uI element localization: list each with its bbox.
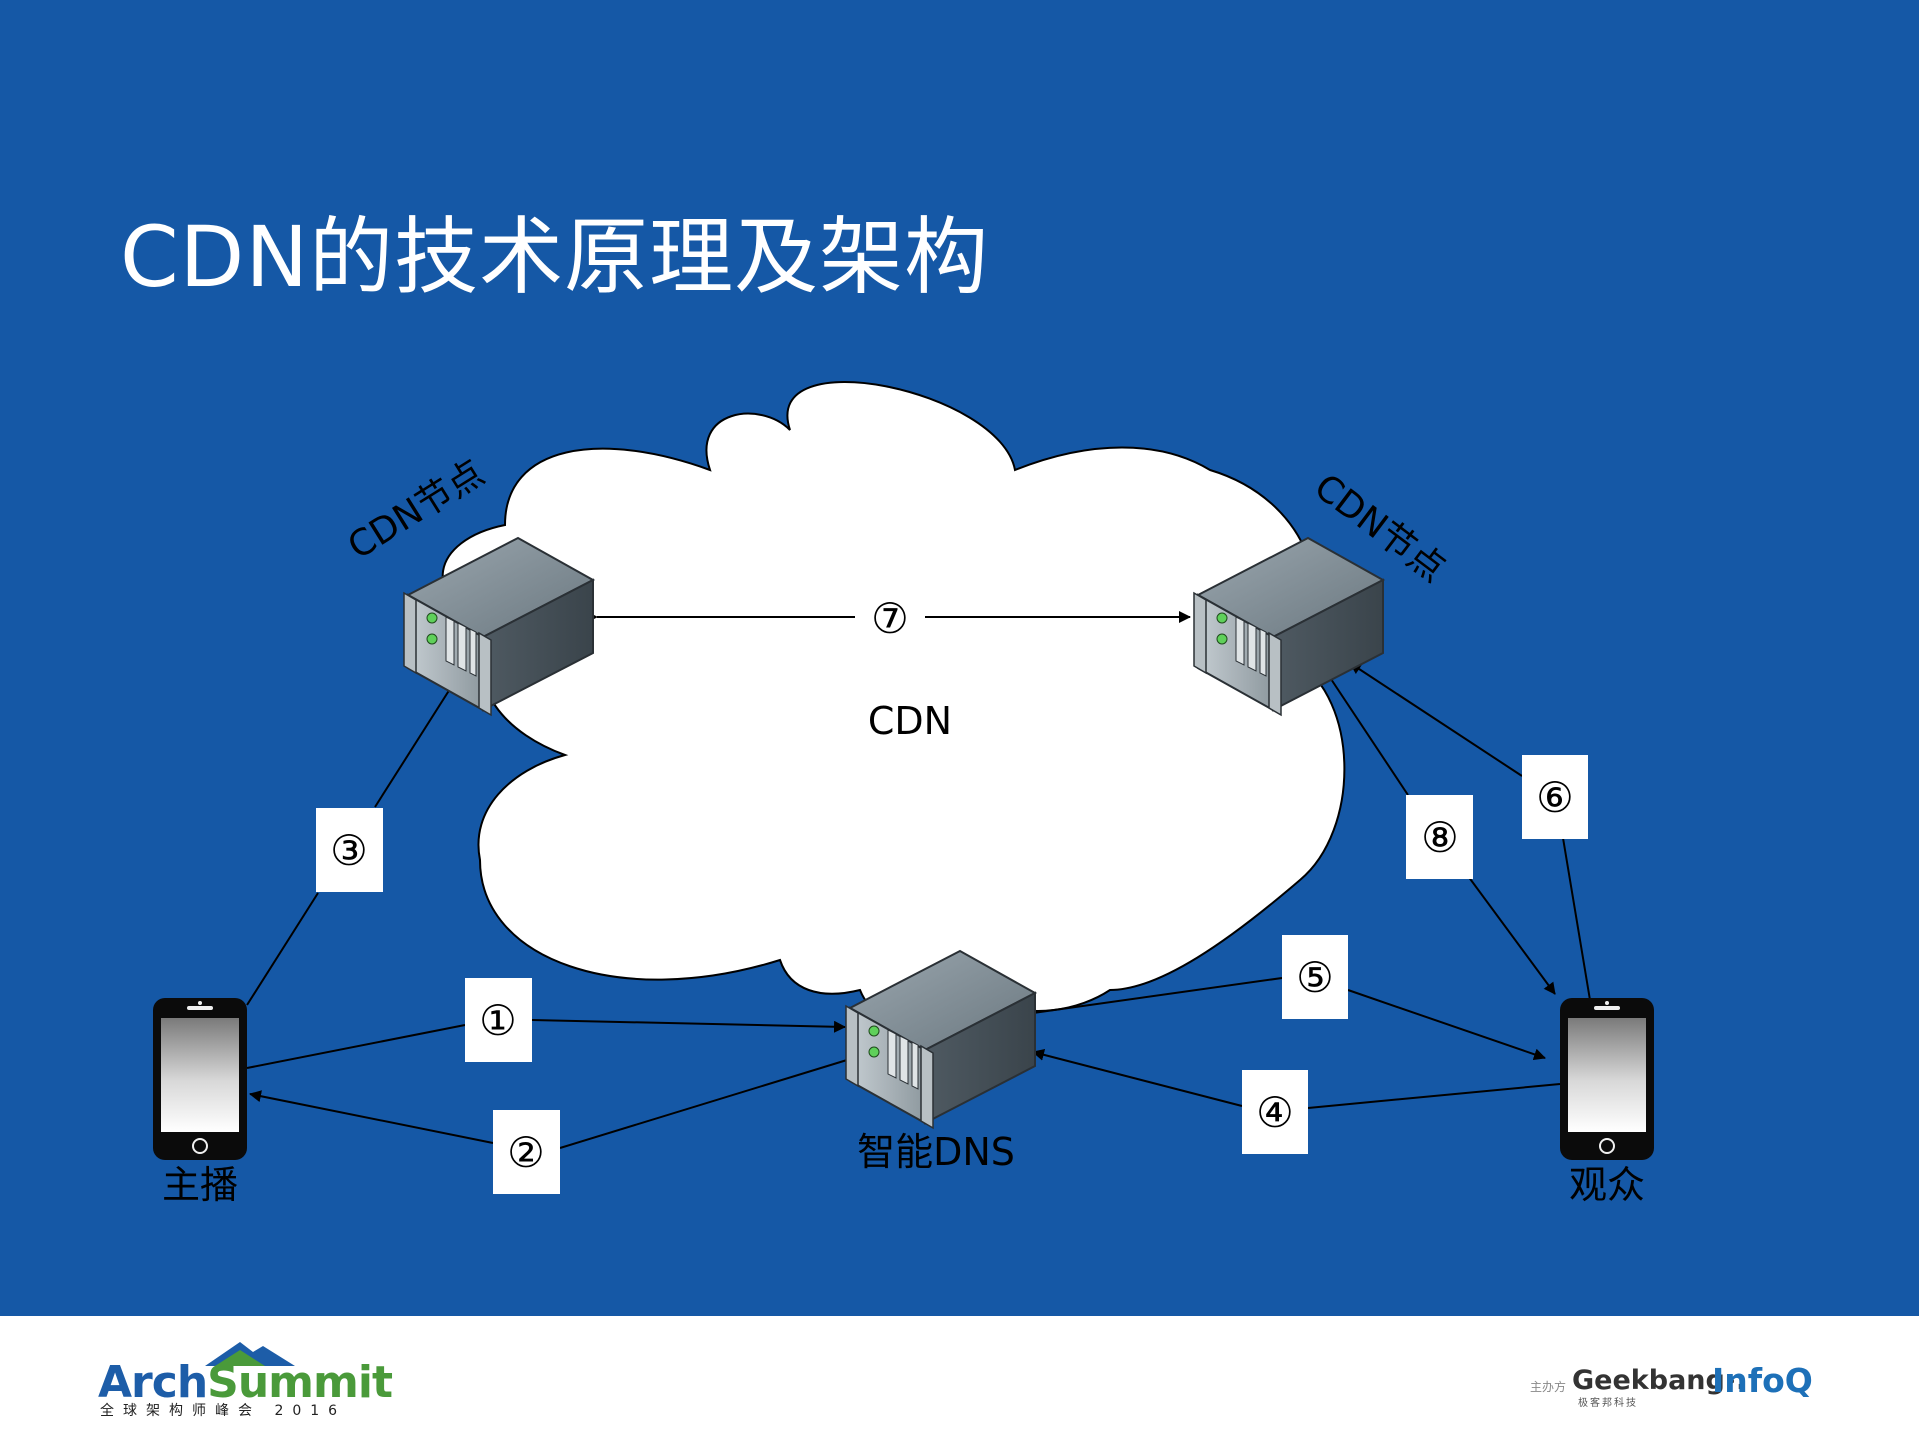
step-5-line-a	[1032, 977, 1283, 1014]
host-label: 主办方	[1530, 1380, 1567, 1394]
step-6-line-a	[1562, 837, 1591, 1001]
step-8-label: ⑧	[1421, 813, 1459, 862]
broadcaster-label: 主播	[162, 1163, 238, 1207]
step-7-label: ⑦	[871, 594, 909, 643]
step-4-label: ④	[1256, 1088, 1294, 1137]
footer	[0, 1316, 1919, 1439]
step-2-line-b	[249, 1090, 494, 1144]
step-6-label: ⑥	[1536, 773, 1574, 822]
cdn-cloud	[441, 381, 1346, 1030]
archsummit-subtitle: 全球架构师峰会 2016	[100, 1403, 347, 1419]
cdn-architecture-diagram: CDN	[152, 381, 1655, 1207]
step-6-box	[1522, 755, 1588, 839]
step-2-label: ②	[507, 1128, 545, 1177]
step-6-line-b	[1349, 662, 1523, 777]
infoq-logo: InfoQ	[1712, 1361, 1813, 1400]
step-3-label: ③	[330, 826, 368, 875]
step-1-line-a	[246, 1024, 466, 1069]
step-4-line-a	[1307, 1083, 1561, 1109]
viewer-phone-icon	[1559, 997, 1655, 1161]
broadcaster-phone-icon	[152, 997, 248, 1161]
archsummit-logo-arch: Arch	[98, 1357, 208, 1408]
step-3-line-a	[246, 892, 319, 1006]
step-5-label: ⑤	[1296, 953, 1334, 1002]
step-8-line-a	[1324, 669, 1409, 796]
archsummit-logo-mountain-icon	[205, 1342, 295, 1366]
step-5-box	[1282, 935, 1348, 1019]
step-3-box	[316, 808, 383, 892]
step-4-box	[1242, 1070, 1308, 1154]
geekbang-logo: Geekbang›.	[1572, 1365, 1747, 1396]
step-badges: ⑦ ① ② ③ ④ ⑤ ⑥ ⑧	[316, 594, 1588, 1194]
step-5-line-b	[1347, 989, 1546, 1061]
smart-dns-label: 智能DNS	[857, 1130, 1015, 1174]
step-4-line-b	[1032, 1048, 1243, 1107]
archsummit-logo: ArchSummit	[98, 1357, 393, 1408]
step-3-line-b	[374, 669, 463, 808]
step-8-box	[1406, 795, 1473, 879]
geekbang-subtitle: 极客邦科技	[1578, 1398, 1638, 1409]
archsummit-logo-summit: Summit	[207, 1357, 393, 1408]
step-8-line-b	[1467, 875, 1556, 995]
step-1-label: ①	[479, 996, 517, 1045]
step-1-box	[465, 978, 532, 1062]
cloud-label: CDN	[868, 699, 952, 743]
page-title: CDN的技术原理及架构	[120, 208, 990, 306]
viewer-label: 观众	[1569, 1163, 1645, 1207]
step-2-line-a	[559, 1055, 861, 1149]
step-1-line-b	[531, 1019, 846, 1033]
step-2-box	[493, 1110, 560, 1194]
connection-lines	[246, 611, 1591, 1149]
